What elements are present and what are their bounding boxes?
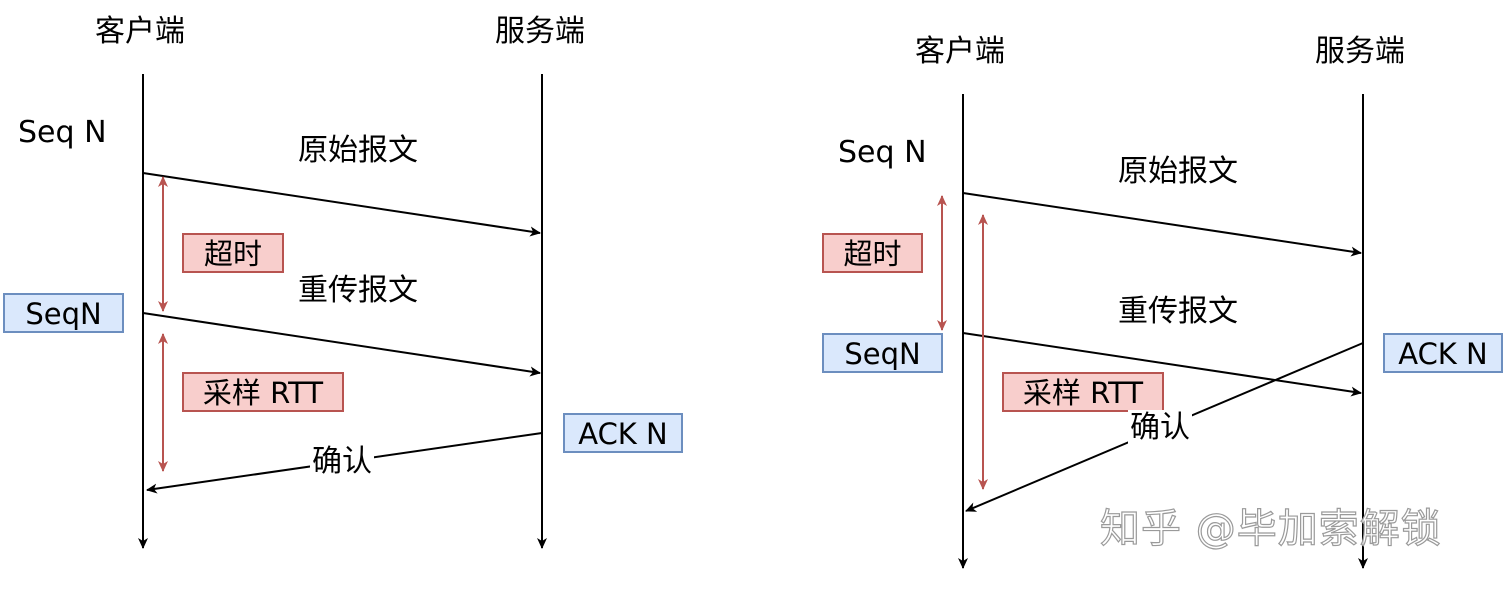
- right-seq-label: Seq N: [838, 135, 927, 170]
- right-timeout-box: 超时: [822, 233, 923, 273]
- right-original-msg-label: 原始报文: [1118, 154, 1238, 189]
- left-server-label: 服务端: [495, 14, 585, 49]
- right-server-label: 服务端: [1315, 34, 1405, 69]
- right-original-arrow: [962, 192, 1362, 257]
- right-ack-box: ACK N: [1383, 333, 1503, 373]
- watermark-text: 知乎 @毕加索解锁: [1099, 505, 1442, 552]
- right-client-label: 客户端: [915, 34, 1005, 69]
- left-original-msg-label: 原始报文: [298, 133, 418, 168]
- left-seqn-box: SeqN: [3, 293, 124, 333]
- left-retransmit-msg-label: 重传报文: [298, 273, 418, 308]
- left-ack-box: ACK N: [563, 413, 683, 453]
- left-original-arrow: [142, 172, 541, 237]
- left-seq-label: Seq N: [18, 115, 107, 150]
- left-client-label: 客户端: [95, 14, 185, 49]
- right-retransmit-msg-label: 重传报文: [1118, 294, 1238, 329]
- left-timeout-box: 超时: [182, 233, 284, 273]
- left-sample-rtt-box: 采样 RTT: [182, 372, 344, 412]
- left-retransmit-arrow: [142, 312, 541, 377]
- right-sample-rtt-box: 采样 RTT: [1002, 372, 1164, 412]
- right-confirm-msg-label: 确认: [1128, 410, 1192, 446]
- left-confirm-msg-label: 确认: [310, 444, 374, 480]
- right-seqn-box: SeqN: [822, 333, 943, 373]
- right-retransmit-arrow: [962, 332, 1362, 397]
